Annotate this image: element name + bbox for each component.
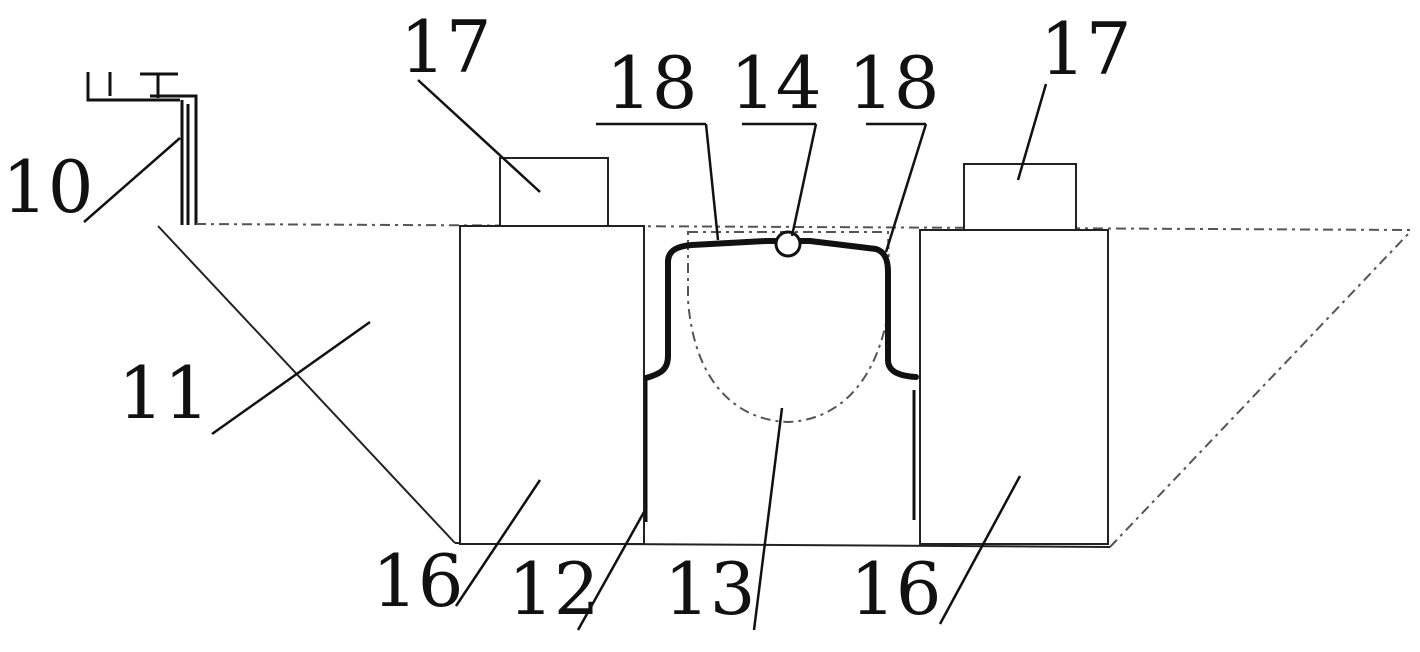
block-16-left: [459, 225, 645, 545]
label-16-left: 16: [372, 539, 464, 623]
label-17-right: 17: [1040, 7, 1132, 91]
block-17-left: [499, 157, 609, 227]
label-12: 12: [508, 547, 600, 631]
fitting-10: [86, 72, 198, 225]
container-11: [157, 223, 1411, 548]
label-18-right: 18: [848, 41, 940, 125]
label-13: 13: [664, 547, 756, 631]
label-16-right: 16: [850, 547, 942, 631]
label-11: 11: [118, 351, 210, 435]
sensor-14: [774, 230, 802, 258]
label-18-left: 18: [606, 41, 698, 125]
label-10: 10: [2, 145, 94, 229]
label-14: 14: [730, 41, 822, 125]
block-16-right: [919, 229, 1109, 545]
bowl-13: [687, 231, 892, 424]
leader-lines: [83, 79, 1048, 631]
label-17-left: 17: [400, 5, 492, 89]
